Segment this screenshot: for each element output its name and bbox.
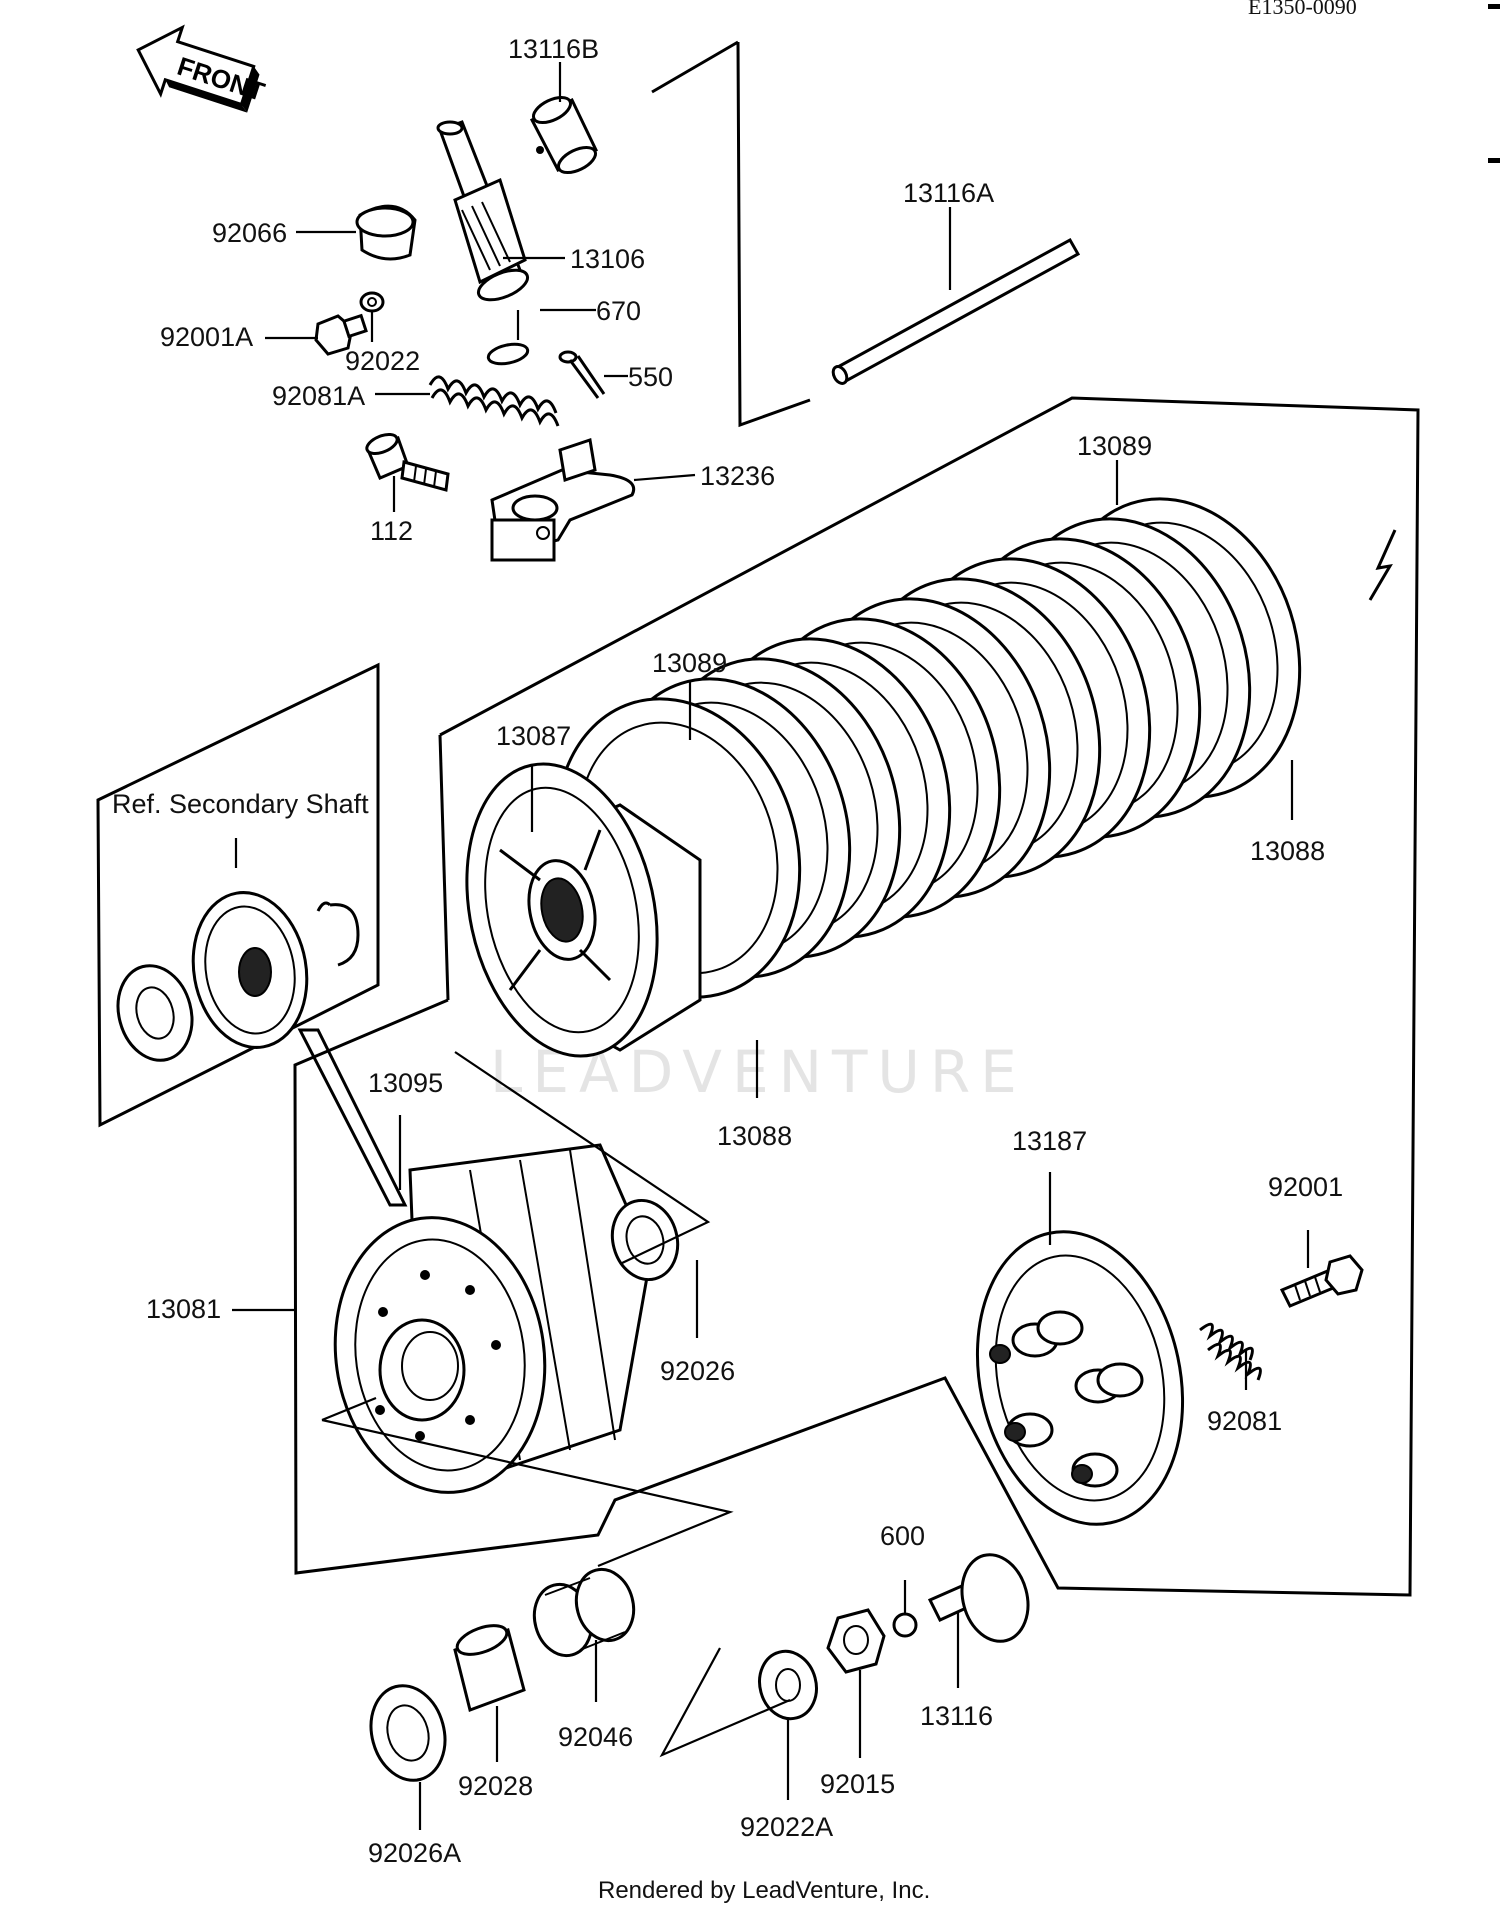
label-92046: 92046 [558, 1722, 633, 1752]
part-13087 [465, 762, 702, 1058]
part-13116A [831, 237, 1081, 385]
part-92046 [532, 1567, 636, 1658]
label-13116B: 13116B [508, 34, 599, 64]
part-13187 [975, 1230, 1185, 1526]
footer-credit: Rendered by LeadVenture, Inc. [598, 1877, 930, 1904]
label-13116A: 13116A [903, 178, 994, 208]
label-92022A: 92022A [740, 1812, 833, 1842]
part-13236 [490, 438, 636, 562]
part-13116 [927, 1553, 1030, 1643]
part-92028 [453, 1624, 526, 1712]
label-92066: 92066 [212, 218, 287, 248]
part-13116B [529, 95, 598, 175]
label-92001: 92001 [1268, 1172, 1343, 1202]
part-92015 [826, 1608, 886, 1674]
part-92001A [314, 313, 368, 356]
ref-secondary-shaft-parts [116, 891, 360, 1062]
part-92022A [758, 1649, 818, 1721]
edge-mark [1488, 4, 1500, 9]
clutch-plate-stack [554, 497, 1302, 999]
part-92022 [359, 291, 385, 313]
label-112: 112 [370, 516, 413, 546]
label-670: 670 [596, 296, 641, 326]
bracket-line [454, 1051, 711, 1265]
plate-pack-outline [293, 396, 1420, 1597]
label-13089-mid: 13089 [652, 648, 727, 678]
drawing-code: E1350-0090 [1248, 0, 1357, 19]
label-92015: 92015 [820, 1769, 895, 1799]
part-92001 [1279, 1254, 1364, 1308]
part-92081A [428, 375, 560, 427]
bracket-line [321, 1418, 734, 1568]
part-92081 [1199, 1322, 1262, 1381]
label-92028: 92028 [458, 1771, 533, 1801]
part-92066 [355, 204, 417, 261]
shaft-link-arrow [297, 1028, 408, 1207]
label-13187: 13187 [1012, 1126, 1087, 1156]
label-13106: 13106 [570, 244, 645, 274]
front-arrow-icon: FRONT [136, 24, 268, 113]
part-13081 [333, 1143, 652, 1494]
bracket-line [736, 41, 811, 428]
label-92026: 92026 [660, 1356, 735, 1386]
label-92026A: 92026A [368, 1838, 461, 1868]
label-13236: 13236 [700, 461, 775, 491]
label-550: 550 [628, 362, 673, 392]
label-13088-low: 13088 [717, 1121, 792, 1151]
label-13087: 13087 [496, 721, 571, 751]
direction-arrow-icon [1368, 529, 1397, 601]
label-13089-top: 13089 [1077, 431, 1152, 461]
label-13081: 13081 [146, 1294, 221, 1324]
ref-secondary-shaft-label: Ref. Secondary Shaft [112, 789, 369, 819]
bracket-line [651, 40, 739, 94]
part-550 [558, 350, 606, 399]
part-600 [892, 1612, 918, 1638]
label-13088-right: 13088 [1250, 836, 1325, 866]
label-92001A: 92001A [160, 322, 253, 352]
label-92022: 92022 [345, 346, 420, 376]
label-92081A: 92081A [272, 381, 365, 411]
label-92081: 92081 [1207, 1406, 1282, 1436]
bracket-line [659, 1647, 791, 1758]
part-13106 [436, 120, 530, 302]
leader-lines [232, 62, 1310, 1830]
edge-mark [1488, 158, 1500, 163]
bracket-line [321, 1396, 377, 1422]
plate-pack-outline [438, 734, 450, 1001]
part-92026A [369, 1684, 447, 1782]
label-13116: 13116 [920, 1701, 993, 1731]
part-112 [365, 432, 450, 492]
label-13095: 13095 [368, 1068, 443, 1098]
part-670 [486, 342, 530, 366]
label-600: 600 [880, 1521, 925, 1551]
